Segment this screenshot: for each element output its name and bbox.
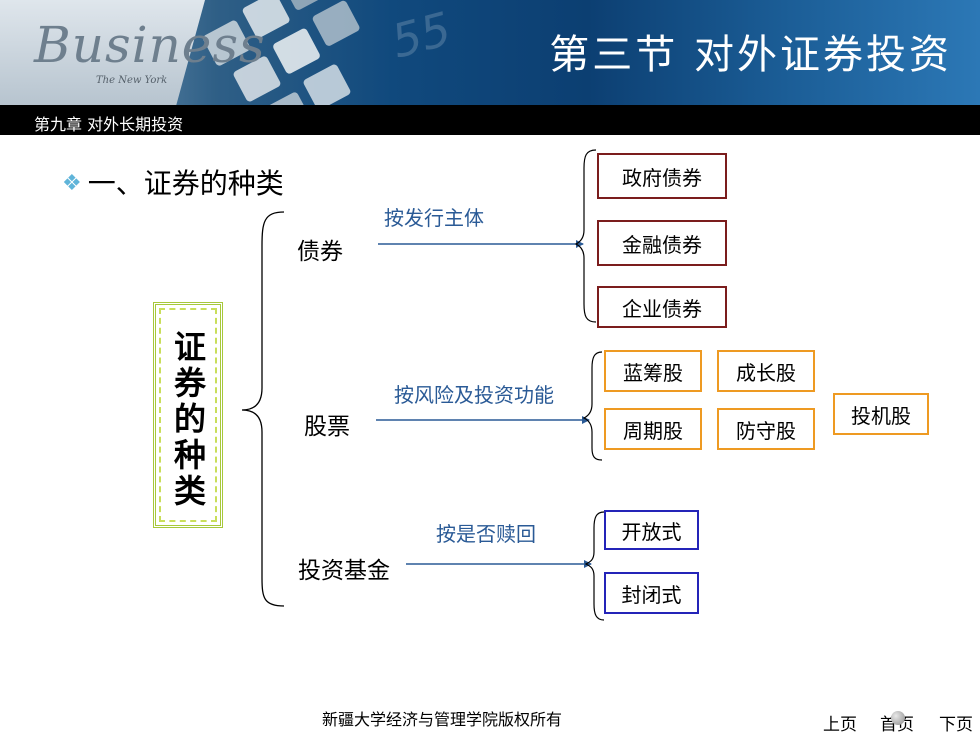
root-title: 证券的种类 — [169, 330, 207, 510]
node-government-bond: 政府债券 — [597, 153, 727, 199]
node-open-end-fund: 开放式 — [604, 510, 699, 550]
nav-next-link[interactable]: 下页 — [939, 715, 973, 735]
fund-brace — [584, 511, 605, 621]
category-fund: 投资基金 — [298, 558, 390, 584]
brand-subtitle: The New York — [96, 75, 168, 86]
chapter-label: 第九章 对外长期投资 — [34, 115, 184, 134]
section-heading-text: 一、证券的种类 — [87, 167, 284, 200]
newspaper-panel — [0, 0, 205, 105]
footer-copyright: 新疆大学经济与管理学院版权所有 — [322, 710, 563, 729]
node-blue-chip: 蓝筹股 — [604, 350, 702, 392]
nav-prev-link[interactable]: 上页 — [823, 715, 857, 735]
criterion-bond: 按发行主体 — [384, 206, 484, 230]
root-brace — [241, 211, 285, 607]
keyboard-image — [203, 0, 360, 105]
criterion-stock: 按风险及投资功能 — [394, 383, 554, 407]
node-cyclical-stock: 周期股 — [604, 408, 702, 450]
chapter-bar: 第九章 对外长期投资 — [0, 105, 980, 135]
criterion-fund: 按是否赎回 — [436, 522, 536, 546]
header-banner: Business The New York 55 第三节 对外证券投资 — [0, 0, 980, 105]
node-corporate-bond: 企业债券 — [597, 286, 727, 328]
pager-dot-icon — [891, 711, 905, 725]
brand-word: Business — [34, 16, 266, 74]
stock-brace — [582, 351, 603, 461]
bond-brace — [574, 149, 597, 323]
category-stock: 股票 — [304, 414, 350, 440]
node-closed-end-fund: 封闭式 — [604, 572, 699, 614]
slide-title: 第三节 对外证券投资 — [549, 32, 952, 78]
section-heading: ❖一、证券的种类 — [62, 162, 284, 202]
category-bond: 债券 — [297, 239, 343, 265]
node-growth-stock: 成长股 — [717, 350, 815, 392]
root-title-frame: 证券的种类 — [153, 302, 223, 528]
nav-home-link[interactable]: 首页 — [880, 715, 914, 735]
node-speculative-stock: 投机股 — [833, 393, 929, 435]
node-financial-bond: 金融债券 — [597, 220, 727, 266]
diamond-bullet-icon: ❖ — [62, 171, 82, 196]
node-defensive-stock: 防守股 — [717, 408, 815, 450]
